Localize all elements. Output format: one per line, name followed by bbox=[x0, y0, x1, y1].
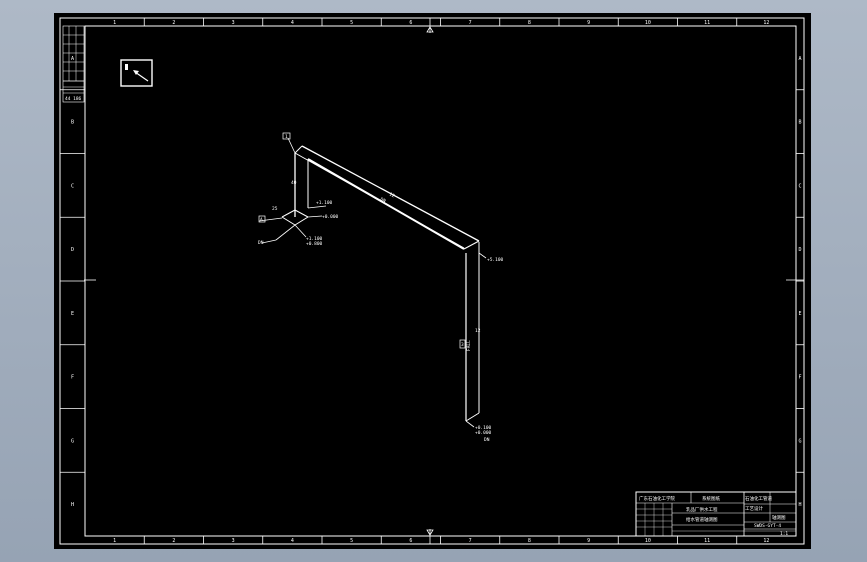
zone-label-col: 3 bbox=[232, 538, 235, 544]
vertical-dim-left: 3 bbox=[461, 342, 464, 348]
zone-label-row: G bbox=[798, 438, 801, 444]
tag-box-top bbox=[282, 132, 291, 140]
isometric-pipe bbox=[258, 137, 487, 428]
horizontal-size: DN bbox=[379, 196, 387, 204]
zone-label-row: A bbox=[71, 56, 74, 62]
zone-label-col: 6 bbox=[409, 538, 412, 544]
zone-label-col: 5 bbox=[350, 20, 353, 26]
vertical-dim-right: 12 bbox=[475, 328, 481, 334]
drawing-number: SWDS-GYT-4 bbox=[754, 523, 781, 529]
title-company: 广东石油化工学院 bbox=[639, 495, 675, 502]
zone-label-col: 2 bbox=[172, 20, 175, 26]
tag-box-vertical bbox=[459, 339, 466, 349]
bottom-elevation-2: +0.000 bbox=[475, 430, 492, 436]
horizontal-dimension: 12 bbox=[388, 191, 396, 199]
small-elevation-2: +0.800 bbox=[306, 241, 323, 247]
small-elevation-1: +1.100 bbox=[306, 236, 323, 242]
outer-border bbox=[59, 17, 805, 545]
zone-label-col: 6 bbox=[409, 20, 412, 26]
zone-label-col: 7 bbox=[469, 538, 472, 544]
zone-label-col: 3 bbox=[232, 20, 235, 26]
small-dimension: 25 bbox=[272, 206, 278, 212]
vertical-text: FALL bbox=[466, 340, 472, 351]
zone-label-col: 8 bbox=[528, 538, 531, 544]
zone-label-row: B bbox=[798, 120, 801, 126]
title-block bbox=[635, 491, 797, 537]
direction-symbol bbox=[120, 59, 153, 87]
zone-label-col: 4 bbox=[291, 538, 294, 544]
zone-ticks bbox=[60, 18, 804, 544]
zone-label-col: 4 bbox=[291, 20, 294, 26]
zone-label-row: D bbox=[798, 247, 801, 253]
zone-label-col: 1 bbox=[113, 20, 116, 26]
small-size: DN bbox=[258, 240, 264, 246]
zone-label-row: G bbox=[71, 438, 74, 444]
tag-box-small bbox=[258, 215, 266, 223]
centering-mark bbox=[426, 26, 434, 536]
title-right-1: 石油化工管道 bbox=[745, 495, 772, 502]
title-drawing-2: 给水管道轴测图 bbox=[686, 516, 718, 523]
zone-label-col: 12 bbox=[763, 538, 769, 544]
zone-label-col: 5 bbox=[350, 538, 353, 544]
revision-grid: 44 186 bbox=[62, 25, 85, 103]
title-drawing-1: 乳品厂供水工程 bbox=[686, 506, 718, 513]
top-elevation: +1.100 bbox=[316, 200, 333, 206]
zone-label-col: 9 bbox=[587, 538, 590, 544]
tag-top: 1 bbox=[285, 134, 288, 140]
zone-label-row: E bbox=[798, 311, 801, 317]
zone-label-row: A bbox=[798, 56, 801, 62]
zone-label-row: D bbox=[71, 247, 74, 253]
revision-grid-label: 44 186 bbox=[65, 96, 82, 102]
title-right-3: 轴测图 bbox=[772, 514, 786, 521]
zone-label-col: 7 bbox=[469, 20, 472, 26]
zone-label-col: 8 bbox=[528, 20, 531, 26]
zone-label-col: 1 bbox=[113, 538, 116, 544]
title-dept: 系统图纸 bbox=[702, 495, 720, 502]
zone-label-row: C bbox=[71, 183, 74, 189]
scale-label: 1:1 bbox=[780, 531, 788, 537]
top-dimension: 40 bbox=[291, 180, 297, 186]
zone-label-row: C bbox=[798, 183, 801, 189]
small-elevation-3: +0.000 bbox=[322, 214, 339, 220]
zone-label-row: H bbox=[71, 502, 74, 508]
zone-label-col: 11 bbox=[704, 538, 710, 544]
title-right-2: 工艺设计 bbox=[745, 505, 763, 512]
zone-label-row: H bbox=[798, 502, 801, 508]
zone-label-row: B bbox=[71, 120, 74, 126]
zone-label-col: 2 bbox=[172, 538, 175, 544]
bottom-size: DN bbox=[484, 437, 490, 443]
zone-label-col: 11 bbox=[704, 20, 710, 26]
inner-border bbox=[84, 25, 797, 537]
zone-label-row: E bbox=[71, 311, 74, 317]
zone-label-row: F bbox=[71, 375, 74, 381]
zone-label-col: 9 bbox=[587, 20, 590, 26]
tag-small: A bbox=[260, 217, 263, 223]
zone-label-col: 10 bbox=[645, 20, 651, 26]
zone-label-col: 10 bbox=[645, 538, 651, 544]
zone-label-row: F bbox=[798, 375, 801, 381]
right-elevation: +5.100 bbox=[487, 257, 504, 263]
zone-label-col: 12 bbox=[763, 20, 769, 26]
bottom-elevation-1: +0.100 bbox=[475, 425, 492, 431]
